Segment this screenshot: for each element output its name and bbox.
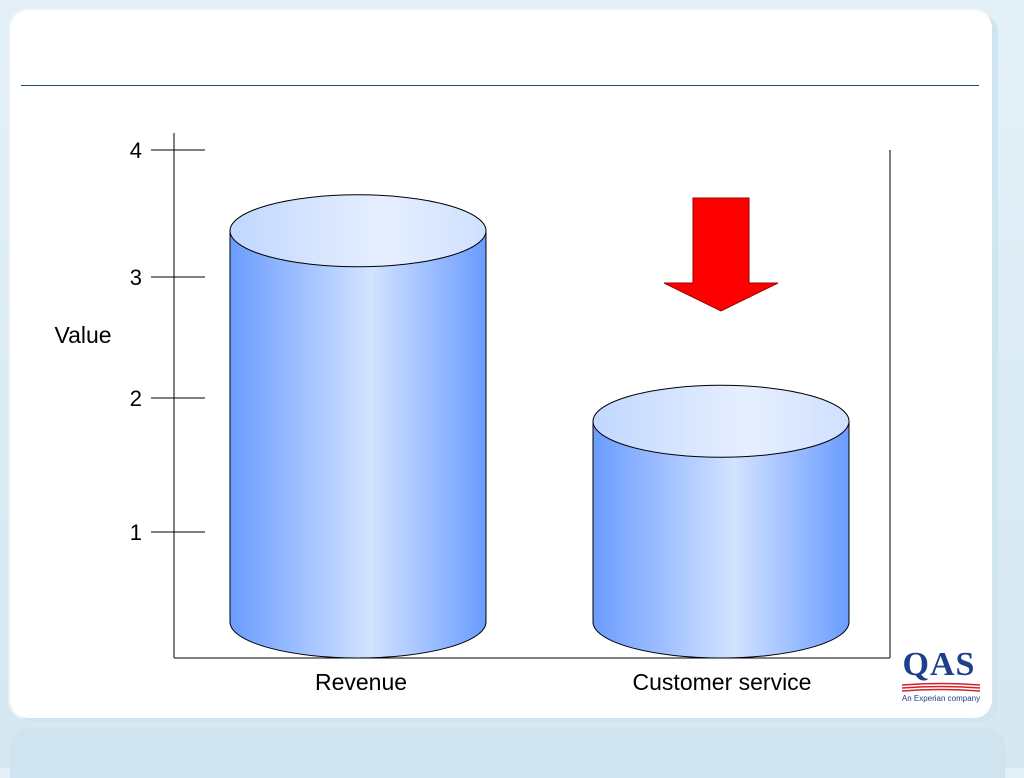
- cylinder-bar: [592, 384, 850, 659]
- logo-flag-stripes-icon: [901, 682, 981, 692]
- cylinder-body: [592, 420, 850, 659]
- logo-wordmark: QAS: [902, 646, 976, 683]
- cylinder-bar: [229, 194, 487, 659]
- y-tick-label: 1: [130, 520, 142, 545]
- cylinder-top: [592, 384, 850, 458]
- y-tick-label: 2: [130, 386, 142, 411]
- x-category-label: Customer service: [633, 669, 812, 695]
- cylinder-top: [229, 194, 487, 268]
- logo-tagline: An Experian company: [901, 694, 981, 703]
- x-category-label: Revenue: [315, 669, 407, 695]
- y-axis-label: Value: [54, 322, 111, 348]
- qas-logo: QAS An Experian company: [896, 646, 986, 708]
- down-arrow-icon: [663, 197, 779, 312]
- y-tick-label: 3: [130, 265, 142, 290]
- y-tick-label: 4: [130, 138, 142, 163]
- title-divider: [21, 85, 979, 86]
- cylinder-body: [229, 230, 487, 659]
